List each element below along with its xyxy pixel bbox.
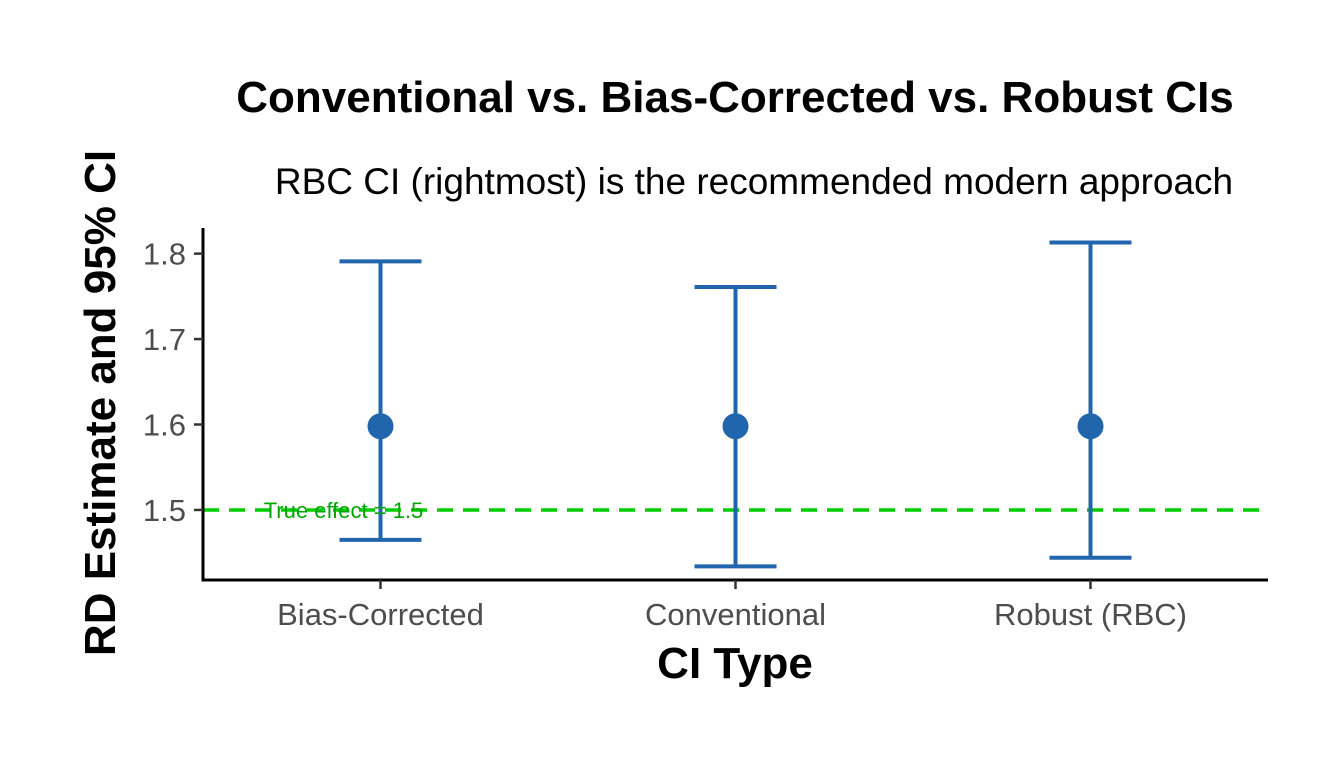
estimate-point (1077, 413, 1104, 440)
y-tick-label: 1.8 (143, 237, 186, 272)
y-tick-label: 1.5 (143, 493, 186, 528)
x-tick-label: Bias-Corrected (277, 597, 484, 632)
y-tick-label: 1.6 (143, 408, 186, 443)
y-axis-title: RD Estimate and 95% CI (76, 150, 125, 656)
estimate-point (722, 413, 749, 440)
chart-title: Conventional vs. Bias-Corrected vs. Robu… (236, 73, 1234, 122)
y-tick-label: 1.7 (143, 322, 186, 357)
chart-subtitle: RBC CI (rightmost) is the recommended mo… (275, 161, 1233, 202)
plot-area: True effect = 1.5 1.5 1.6 1.7 1.8Bias-Correc… (143, 228, 1268, 632)
x-tick-label: Robust (RBC) (994, 597, 1187, 632)
x-tick-label: Conventional (645, 597, 826, 632)
estimate-point (367, 413, 394, 440)
x-axis-title: CI Type (657, 639, 813, 688)
reference-line-label: True effect = 1.5 (264, 498, 424, 523)
